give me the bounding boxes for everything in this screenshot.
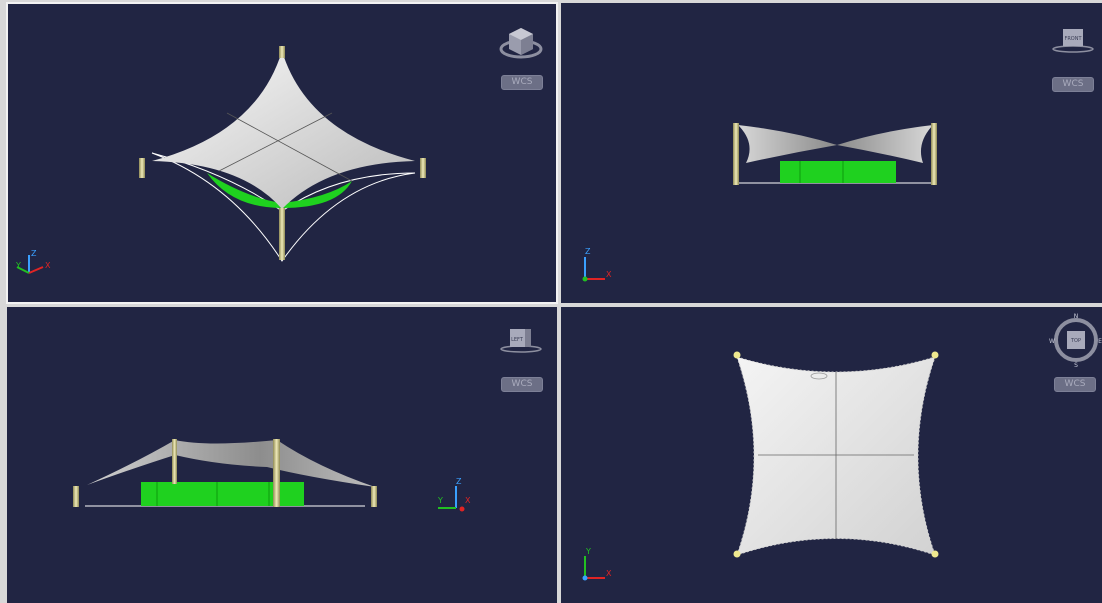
top-scene: Y X TOP N S W E [582, 313, 1102, 581]
ucs-icon [438, 486, 465, 512]
viewcube-face-label: TOP [1070, 338, 1081, 344]
enclosed-volume [207, 173, 352, 208]
ucs-icon [582, 257, 605, 282]
viewcube [1052, 29, 1094, 53]
wcs-menu[interactable]: WCS [501, 377, 543, 392]
enclosed-volume [780, 161, 896, 183]
ucs-x-label: X [606, 569, 612, 578]
viewport-left[interactable]: Z Y X LEFT WCS [7, 307, 557, 603]
compass-east: E [1098, 338, 1102, 345]
ucs-z-label: Z [31, 249, 37, 258]
membrane-surface [738, 125, 933, 163]
mast-nw [733, 351, 741, 359]
mast-se [931, 550, 939, 558]
viewcube-face-label: FRONT [1064, 36, 1082, 42]
compass-north: N [1074, 313, 1079, 320]
ucs-y-label: Y [585, 547, 591, 556]
membrane-surface [152, 51, 415, 209]
membrane-surface [87, 440, 375, 487]
compass-west: W [1049, 338, 1055, 345]
mast-back [172, 439, 177, 484]
mast-sw [733, 550, 741, 558]
ucs-y-label: Y [437, 496, 443, 505]
compass-south: S [1074, 362, 1078, 369]
ucs-icon [582, 556, 605, 581]
ucs-x-label: X [45, 261, 51, 270]
cable-outline [151, 152, 416, 262]
ucs-z-label: Z [456, 477, 462, 486]
front-scene: Z X FRONT [582, 29, 1094, 282]
ucs-icon [16, 255, 44, 274]
left-scene: Z Y X LEFT [73, 329, 542, 512]
isometric-scene: Z X Y [15, 28, 543, 274]
mast-top [279, 46, 285, 58]
ucs-x-label: X [465, 496, 471, 505]
mast-right [420, 158, 426, 178]
viewcube [500, 329, 542, 353]
mast-right [931, 123, 937, 185]
ucs-x-label: X [606, 270, 612, 279]
viewport-isometric[interactable]: Z X Y WCS [6, 2, 558, 304]
viewport-top[interactable]: Y X TOP N S W E WCS [561, 307, 1102, 603]
ucs-y-label: Y [15, 261, 21, 270]
mast-right [371, 486, 377, 507]
mast-front [273, 439, 280, 507]
wcs-menu[interactable]: WCS [1052, 77, 1094, 92]
mast-front [279, 208, 285, 260]
viewport-front[interactable]: Z X FRONT WCS [561, 3, 1102, 303]
mast-left [73, 486, 79, 507]
viewcube [499, 28, 543, 59]
viewcube-face-label: LEFT [511, 337, 524, 343]
mast-ne [931, 351, 939, 359]
wcs-menu[interactable]: WCS [501, 75, 543, 90]
ucs-z-label: Z [585, 247, 591, 256]
mast-left [139, 158, 145, 178]
viewcube-compass [1054, 318, 1098, 362]
mast-left [733, 123, 739, 185]
wcs-menu[interactable]: WCS [1054, 377, 1096, 392]
